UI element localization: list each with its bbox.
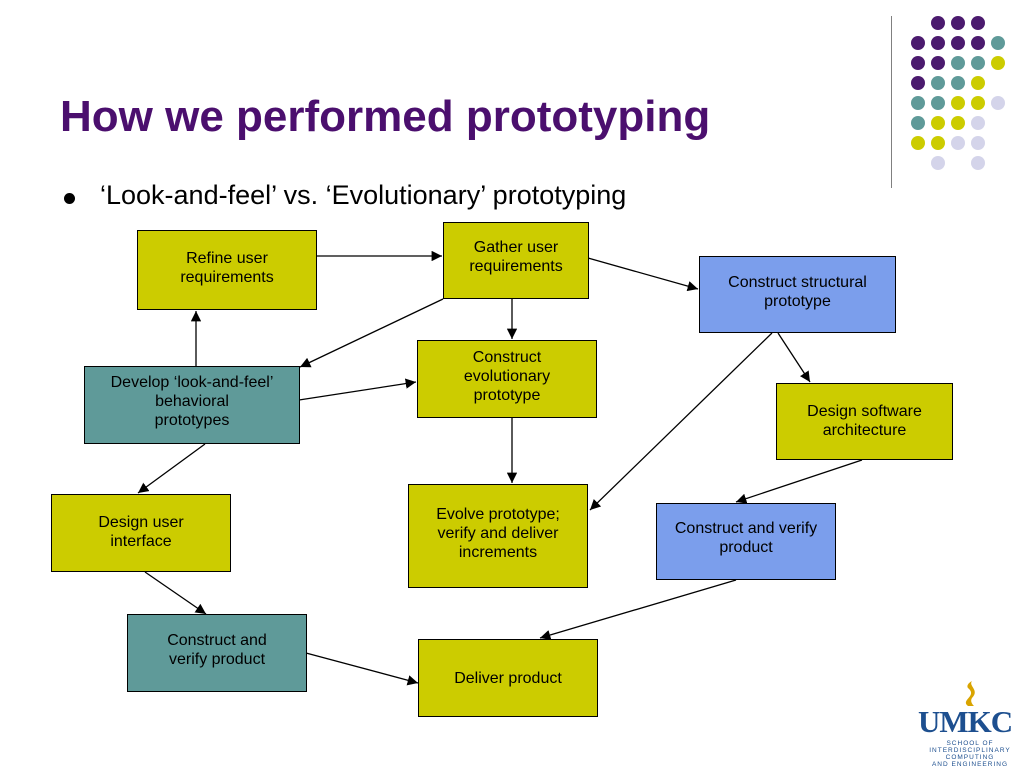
decorative-dot	[991, 36, 1005, 50]
decorative-dot	[931, 116, 945, 130]
arrow-ui-to-verify-teal	[144, 571, 207, 615]
logo-line3: COMPUTING	[945, 754, 995, 761]
decorative-dot	[911, 36, 925, 50]
node-gather-line1: Gather user	[473, 239, 559, 256]
node-construct-verify-product-teal: Construct and verify product	[127, 614, 307, 692]
decorative-dot	[951, 56, 965, 70]
decorative-dot	[971, 76, 985, 90]
node-verify-blue-line1: Construct and verify	[674, 520, 818, 537]
arrow-gather-to-lookfeel	[299, 298, 444, 368]
decorative-dot	[951, 16, 965, 30]
decorative-dot	[951, 76, 965, 90]
node-evolve-line3: increments	[458, 544, 538, 561]
node-evolutionary-line1: Construct	[472, 349, 542, 366]
decorative-dot	[991, 56, 1005, 70]
node-architecture-line1: Design software	[807, 403, 922, 420]
decorative-dot	[951, 136, 965, 150]
node-evolve-prototype: Evolve prototype; verify and deliver inc…	[408, 484, 588, 588]
arrow-verify-teal-to-deliver	[305, 652, 419, 686]
node-lookfeel-line2: behavioral	[155, 393, 229, 410]
node-lookfeel-line1: Develop ‘look-and-feel’	[110, 374, 274, 391]
decorative-dot	[991, 96, 1005, 110]
node-ui-line2: interface	[110, 533, 172, 550]
decorative-dot	[931, 76, 945, 90]
decorative-dot	[911, 56, 925, 70]
node-deliver-line1: Deliver product	[454, 670, 562, 687]
arrow-structural-to-architecture	[777, 332, 811, 383]
decorative-dot	[931, 56, 945, 70]
node-structural-line1: Construct structural	[728, 274, 867, 291]
node-evolve-line2: verify and deliver	[437, 525, 559, 542]
logo-line2: INTERDISCIPLINARY	[929, 747, 1011, 754]
node-architecture-line2: architecture	[822, 422, 907, 439]
decorative-dot	[911, 116, 925, 130]
umkc-logo: UMKC SCHOOL OF INTERDISCIPLINARY COMPUTI…	[912, 680, 1024, 768]
node-refine-line1: Refine user	[186, 250, 268, 267]
decorative-dot	[971, 136, 985, 150]
node-gather-requirements: Gather user requirements	[443, 222, 589, 299]
node-gather-line2: requirements	[469, 258, 563, 275]
decorative-dot	[971, 96, 985, 110]
node-verify-teal-line1: Construct and	[167, 632, 267, 649]
decorative-dot	[971, 56, 985, 70]
decorative-dot	[951, 96, 965, 110]
bullet-icon	[64, 193, 75, 204]
logo-line4: AND ENGINEERING	[931, 761, 1009, 768]
node-design-software-architecture: Design software architecture	[776, 383, 953, 460]
decorative-dot	[951, 116, 965, 130]
header-divider-line	[891, 16, 892, 188]
logo-wordmark: UMKC	[918, 704, 1013, 739]
bullet-text: ‘Look-and-feel’ vs. ‘Evolutionary’ proto…	[100, 180, 627, 210]
node-evolve-line1: Evolve prototype;	[436, 506, 560, 523]
decorative-dot	[931, 136, 945, 150]
decorative-dot	[971, 116, 985, 130]
decorative-dot	[931, 96, 945, 110]
node-verify-blue-line2: product	[719, 539, 773, 556]
slide-title: How we performed prototyping	[60, 92, 711, 141]
arrow-architecture-to-verify	[735, 459, 863, 504]
arrow-verify-blue-to-deliver	[539, 579, 737, 641]
decorative-dot	[931, 156, 945, 170]
node-design-user-interface: Design user interface	[51, 494, 231, 572]
node-evolutionary-line3: prototype	[473, 387, 541, 404]
decorative-dot	[931, 36, 945, 50]
decorative-dot	[911, 136, 925, 150]
node-lookfeel-line3: prototypes	[154, 412, 230, 429]
logo-line1: SCHOOL OF	[946, 740, 994, 747]
arrow-structural-to-evolve	[589, 332, 773, 511]
decorative-dot	[931, 16, 945, 30]
arrow-lookfeel-to-ui	[137, 443, 206, 494]
node-develop-look-and-feel: Develop ‘look-and-feel’ behavioral proto…	[84, 366, 300, 444]
decorative-dot	[971, 156, 985, 170]
node-structural-line2: prototype	[764, 293, 831, 310]
decorative-dot	[911, 76, 925, 90]
node-construct-verify-product-blue: Construct and verify product	[656, 503, 836, 580]
node-ui-line1: Design user	[98, 514, 184, 531]
decorative-dot	[911, 96, 925, 110]
node-construct-evolutionary-prototype: Construct evolutionary prototype	[417, 340, 597, 418]
decorative-dot	[951, 36, 965, 50]
node-verify-teal-line2: verify product	[168, 651, 266, 668]
arrow-lookfeel-to-evolutionary	[298, 378, 417, 401]
flame-icon	[965, 681, 975, 706]
decorative-dot	[971, 16, 985, 30]
node-refine-requirements: Refine user requirements	[137, 230, 317, 310]
arrow-gather-to-structural	[587, 257, 699, 292]
node-refine-line2: requirements	[180, 269, 274, 286]
node-construct-structural-prototype: Construct structural prototype	[699, 256, 896, 333]
node-deliver-product: Deliver product	[418, 639, 598, 717]
decorative-dot	[971, 36, 985, 50]
node-evolutionary-line2: evolutionary	[463, 368, 551, 385]
